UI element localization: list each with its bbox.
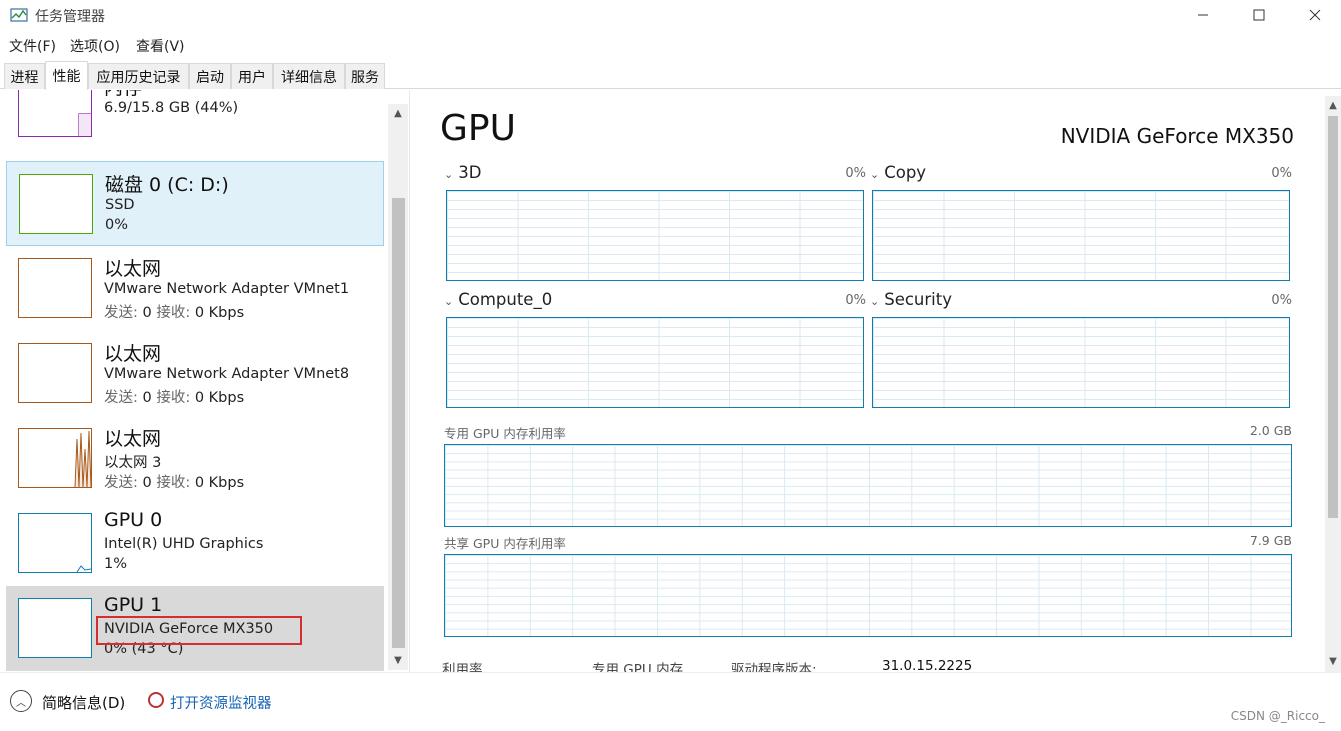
engine-selector-compute0[interactable]: ⌄Compute_0 [444, 290, 553, 309]
gpu0-thumbnail [18, 513, 92, 573]
dedicated-mem-label: 专用 GPU 内存 [592, 662, 684, 672]
ethernet-thumbnail [18, 343, 92, 403]
gpu1-thumbnail [18, 598, 92, 658]
menu-file[interactable]: 文件(F) [9, 39, 56, 55]
sidebar-item-title: GPU 1 [104, 594, 163, 616]
sidebar-item-value: 发送: 0 接收: 0 Kbps [104, 305, 245, 321]
maximize-button[interactable] [1236, 0, 1282, 30]
window-title: 任务管理器 [35, 9, 105, 25]
menu-view[interactable]: 查看(V) [136, 39, 185, 55]
engine-graph-3d [446, 190, 864, 281]
footer-bar: ︿ 简略信息(D) 打开资源监视器 CSDN @_Ricco_ [0, 672, 1341, 731]
shared-memory-max: 7.9 GB [1249, 533, 1292, 548]
engine-value: 0% [845, 166, 866, 181]
gpu-model-name: NVIDIA GeForce MX350 [1060, 124, 1294, 148]
minimize-button[interactable] [1180, 0, 1226, 30]
ethernet-thumbnail [18, 428, 92, 488]
sidebar-item-detail: NVIDIA GeForce MX350 [104, 621, 274, 637]
scroll-up-icon[interactable]: ▲ [1329, 99, 1337, 111]
resource-list: 内存 6.9/15.8 GB (44%) 磁盘 0 (C: D:) SSD 0%… [0, 90, 410, 672]
sidebar-item-title: 内存 [104, 90, 142, 100]
engine-value: 0% [845, 293, 866, 308]
sidebar-item-gpu1[interactable]: GPU 1 NVIDIA GeForce MX350 0% (43 °C) [6, 586, 384, 671]
sidebar-item-detail: VMware Network Adapter VMnet1 [104, 281, 350, 297]
tab-details[interactable]: 详细信息 [273, 63, 345, 89]
chevron-up-icon[interactable]: ︿ [10, 690, 32, 712]
tab-performance[interactable]: 性能 [45, 61, 88, 90]
sidebar-item-title: 以太网 [104, 428, 162, 450]
dedicated-memory-max: 2.0 GB [1249, 423, 1292, 438]
scroll-up-icon[interactable]: ▲ [394, 107, 402, 119]
chevron-down-icon: ⌄ [444, 168, 454, 181]
sidebar-item-memory[interactable]: 内存 6.9/15.8 GB (44%) [6, 90, 384, 150]
gpu-detail-panel: GPU NVIDIA GeForce MX350 ⌄3D 0% ⌄Copy 0%… [420, 96, 1326, 672]
resource-monitor-icon [148, 692, 164, 708]
detail-scrollbar-thumb[interactable] [1328, 116, 1338, 518]
sidebar-item-title: 以太网 [104, 258, 162, 280]
engine-selector-3d[interactable]: ⌄3D [444, 163, 482, 182]
driver-version-value: 31.0.15.2225 [882, 658, 973, 672]
fewer-details-button[interactable]: 简略信息(D) [42, 694, 126, 712]
sidebar-item-value: 0% [105, 217, 129, 233]
tab-startup[interactable]: 启动 [189, 63, 231, 89]
engine-graph-security [872, 317, 1290, 408]
engine-selector-copy[interactable]: ⌄Copy [870, 163, 927, 182]
menu-options[interactable]: 选项(O) [70, 39, 120, 55]
sidebar-item-detail: VMware Network Adapter VMnet8 [104, 366, 350, 382]
ethernet-thumbnail [18, 258, 92, 318]
tab-bar: 进程 性能 应用历史记录 启动 用户 详细信息 服务 [0, 61, 1341, 90]
engine-value: 0% [1271, 293, 1292, 308]
maximize-icon [1253, 9, 1265, 21]
sidebar-item-title: 磁盘 0 (C: D:) [105, 174, 229, 196]
sidebar-item-value: 发送: 0 接收: 0 Kbps [104, 475, 245, 491]
chevron-down-icon: ⌄ [870, 168, 880, 181]
utilization-label: 利用率 [442, 662, 483, 672]
driver-version-label: 驱动程序版本: [731, 662, 817, 672]
sidebar-item-gpu0[interactable]: GPU 0 Intel(R) UHD Graphics 1% [6, 501, 384, 586]
sidebar-item-value: 发送: 0 接收: 0 Kbps [104, 390, 245, 406]
minimize-icon [1198, 14, 1208, 16]
chevron-down-icon: ⌄ [444, 295, 454, 308]
close-icon [1309, 9, 1321, 21]
sidebar-item-title: GPU 0 [104, 509, 163, 531]
scroll-down-icon[interactable]: ▼ [394, 654, 402, 666]
sidebar-item-detail: 以太网 3 [104, 455, 162, 471]
disk-thumbnail [19, 174, 93, 234]
watermark: CSDN @_Ricco_ [1230, 709, 1325, 723]
sidebar-item-detail: 6.9/15.8 GB (44%) [104, 100, 239, 116]
page-title: GPU [440, 108, 516, 149]
engine-graph-copy [872, 190, 1290, 281]
engine-graph-compute0 [446, 317, 864, 408]
tab-processes[interactable]: 进程 [4, 63, 45, 89]
sidebar-item-value: 0% (43 °C) [104, 641, 184, 657]
engine-selector-security[interactable]: ⌄Security [870, 290, 952, 309]
shared-memory-graph [444, 554, 1292, 637]
chevron-down-icon: ⌄ [870, 295, 880, 308]
sidebar-item-detail: SSD [105, 197, 135, 213]
dedicated-memory-label: 专用 GPU 内存利用率 [444, 426, 566, 441]
highlight-annotation [96, 616, 302, 645]
task-manager-icon [10, 8, 28, 22]
sidebar-scrollbar-thumb[interactable] [392, 198, 405, 648]
sidebar-item-detail: Intel(R) UHD Graphics [104, 536, 264, 552]
sidebar-item-ethernet-3[interactable]: 以太网 以太网 3 发送: 0 接收: 0 Kbps [6, 416, 384, 501]
sidebar-item-ethernet-vmnet1[interactable]: 以太网 VMware Network Adapter VMnet1 发送: 0 … [6, 246, 384, 331]
open-resource-monitor-link[interactable]: 打开资源监视器 [170, 696, 272, 712]
tab-services[interactable]: 服务 [345, 63, 385, 89]
dedicated-memory-graph [444, 444, 1292, 527]
close-button[interactable] [1292, 0, 1338, 30]
title-bar: 任务管理器 [0, 0, 1341, 30]
memory-thumbnail [18, 90, 92, 137]
shared-memory-label: 共享 GPU 内存利用率 [444, 536, 566, 551]
sidebar-item-disk[interactable]: 磁盘 0 (C: D:) SSD 0% [6, 161, 384, 246]
sidebar-item-title: 以太网 [104, 343, 162, 365]
scroll-down-icon[interactable]: ▼ [1329, 655, 1337, 667]
engine-value: 0% [1271, 166, 1292, 181]
sidebar-item-ethernet-vmnet8[interactable]: 以太网 VMware Network Adapter VMnet8 发送: 0 … [6, 331, 384, 416]
tab-app-history[interactable]: 应用历史记录 [88, 63, 189, 89]
menu-bar: 文件(F) 选项(O) 查看(V) [0, 32, 1341, 58]
sidebar-item-value: 1% [104, 556, 128, 572]
tab-users[interactable]: 用户 [231, 63, 273, 89]
